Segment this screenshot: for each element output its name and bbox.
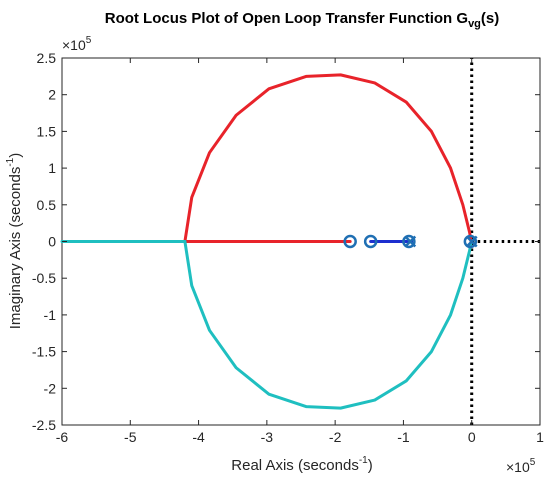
y-tick-label: 1 [48, 160, 56, 176]
zero-marker-1 [363, 234, 378, 249]
y-axis-label-text: Imaginary Axis (seconds [7, 167, 24, 330]
axis-ticks: -6 -5 -4 -3 -2 -1 0 1 -2.5 -2 -1.5 -1 -0.5 0 0.5 1 1.5 2 2… [32, 50, 544, 445]
chart-title-main: Root Locus Plot of Open Loop Transfer Fu… [105, 10, 468, 27]
svg-text:×105: ×105 [506, 457, 536, 475]
pole-marker-0 [404, 235, 417, 248]
y-tick-label: -0.5 [32, 270, 56, 286]
locus-series [60, 58, 540, 425]
y-tick-label: 1.5 [37, 123, 57, 139]
y-tick-label: 2.5 [37, 50, 57, 66]
svg-text:×105: ×105 [62, 35, 92, 53]
y-tick-label: 0 [48, 234, 56, 250]
x-tick-label: -3 [261, 429, 274, 445]
x-tick-label: -6 [56, 429, 69, 445]
chart-title-subscript: vg [468, 18, 481, 30]
x-tick-label: 0 [468, 429, 476, 445]
chart-title-tail: (s) [481, 10, 499, 27]
x-tick-label: -4 [192, 429, 205, 445]
zero-marker-0 [343, 234, 357, 249]
pole-marker-stroke-b [465, 235, 478, 248]
x-axis-label-sup: -1 [359, 455, 368, 466]
y-tick-label: -1.5 [32, 344, 56, 360]
y-exponent-power: 5 [86, 35, 92, 46]
zero-marker-3 [463, 234, 478, 249]
x-axis-exponent: ×105 [506, 457, 536, 475]
y-tick-label: 2 [48, 87, 56, 103]
y-axis-exponent: ×105 [62, 35, 92, 53]
y-tick-label: -2.5 [32, 417, 56, 433]
pole-zero-markers [343, 234, 478, 249]
y-exponent-base: ×10 [62, 37, 86, 53]
x-axis-label-tail: ) [368, 457, 373, 474]
zero-marker-2 [402, 234, 416, 249]
x-tick-label: -1 [397, 429, 410, 445]
y-axis-label-tail: ) [7, 153, 24, 158]
x-axis-label: Real Axis (seconds-1) [231, 455, 372, 474]
y-axis-label: Imaginary Axis (seconds-1) [5, 153, 24, 329]
locus-branch-3 [183, 240, 473, 410]
locus-branch-1 [183, 73, 473, 243]
x-exponent-power: 5 [530, 457, 536, 468]
x-tick-label: 1 [536, 429, 544, 445]
y-tick-label: -1 [44, 307, 57, 323]
y-tick-label: 0.5 [37, 197, 57, 213]
y-axis-label-sup: -1 [5, 157, 16, 166]
chart-title: Root Locus Plot of Open Loop Transfer Fu… [105, 10, 500, 30]
x-axis-label-text: Real Axis (seconds [231, 457, 359, 474]
x-exponent-base: ×10 [506, 459, 530, 475]
pole-marker-stroke-b [404, 235, 417, 248]
y-tick-label: -2 [44, 380, 57, 396]
x-tick-label: -2 [329, 429, 342, 445]
pole-marker-1 [465, 235, 478, 248]
x-tick-label: -5 [124, 429, 137, 445]
